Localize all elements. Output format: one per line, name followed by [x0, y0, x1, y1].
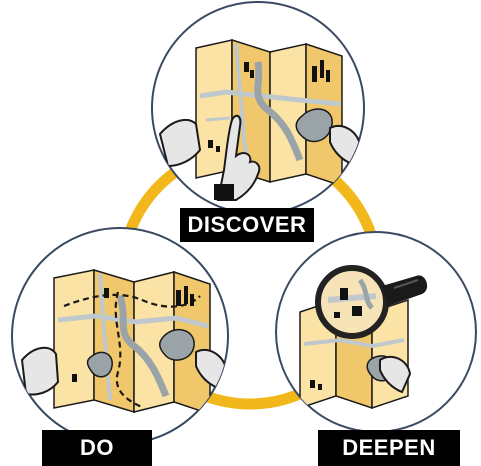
map-with-pointing-hand-icon — [158, 38, 362, 201]
deepen-circle — [275, 231, 477, 433]
do-label: DO — [42, 430, 152, 466]
do-circle — [11, 227, 229, 445]
discover-label: DISCOVER — [180, 208, 314, 242]
deepen-label: DEEPEN — [318, 430, 460, 466]
discover-circle — [151, 1, 365, 215]
map-with-magnifying-glass-icon — [299, 265, 428, 410]
map-with-dashed-route-icon — [20, 268, 228, 416]
